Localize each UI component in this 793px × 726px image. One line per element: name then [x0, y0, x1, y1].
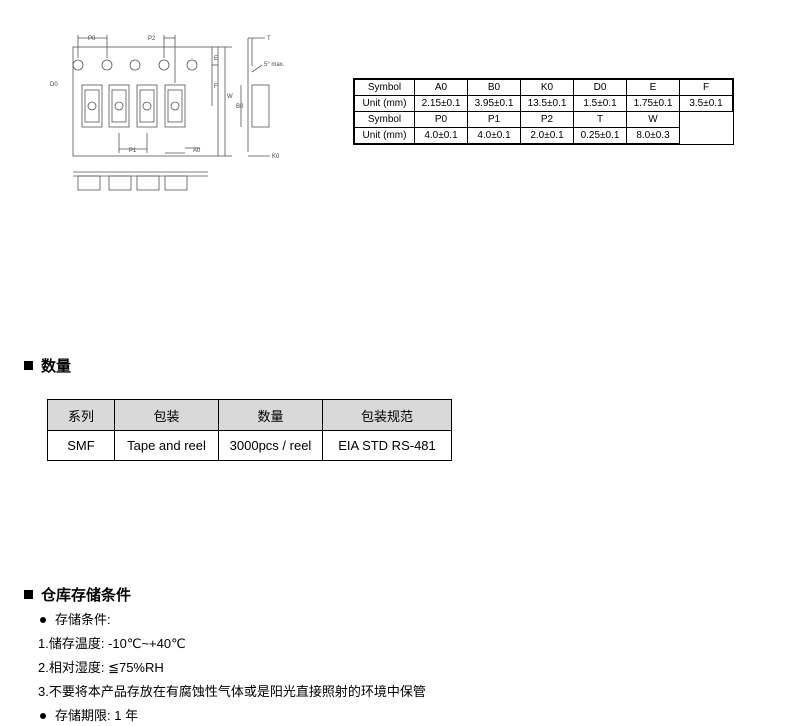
- quantity-title: 数量: [41, 358, 72, 375]
- table-cell-empty: [680, 128, 733, 144]
- table-row: SMF Tape and reel 3000pcs / reel EIA STD…: [47, 430, 452, 461]
- storage-heading: 仓库存储条件: [24, 584, 131, 605]
- storage-period-item: 存储期限: 1 年: [40, 705, 138, 724]
- label-a0: A0: [193, 148, 201, 154]
- table-cell: 3.5±0.1: [679, 95, 733, 112]
- storage-period-label: 存储期限: 1 年: [55, 708, 139, 723]
- storage-conditions-label: 存储条件:: [55, 612, 111, 627]
- table-cell: Tape and reel: [114, 430, 219, 461]
- table-header-cell: 系列: [47, 399, 115, 431]
- storage-temperature: 1.储存温度: -10℃~+40℃: [38, 636, 186, 651]
- label-d0: D0: [50, 82, 58, 88]
- table-cell: P0: [414, 111, 468, 128]
- table-cell: 1.75±0.1: [626, 95, 680, 112]
- table-cell: 8.0±0.3: [626, 127, 680, 144]
- label-p2: P2: [148, 36, 156, 42]
- table-cell: 4.0±0.1: [414, 127, 468, 144]
- table-header-cell: 包装规范: [322, 399, 452, 431]
- table-header-row: 系列 包装 数量 包装规范: [47, 399, 452, 431]
- table-cell: Unit (mm): [354, 127, 415, 144]
- table-cell: 0.25±0.1: [573, 127, 627, 144]
- table-cell: F: [679, 79, 733, 96]
- table-cell: B0: [467, 79, 521, 96]
- table-cell: 2.0±0.1: [520, 127, 574, 144]
- table-row: Unit (mm) 4.0±0.1 4.0±0.1 2.0±0.1 0.25±0…: [354, 127, 733, 144]
- table-cell: T: [573, 111, 627, 128]
- square-bullet-icon: [24, 361, 33, 370]
- storage-conditions-item: 存储条件:: [40, 609, 111, 628]
- tape-spec-table: Symbol A0 B0 K0 D0 E F Unit (mm) 2.15±0.…: [353, 78, 734, 145]
- table-cell: 13.5±0.1: [520, 95, 574, 112]
- square-bullet-icon: [24, 590, 33, 599]
- table-cell: 2.15±0.1: [414, 95, 468, 112]
- table-cell: K0: [520, 79, 574, 96]
- label-e: E: [214, 56, 218, 62]
- table-cell: Unit (mm): [354, 95, 415, 112]
- table-cell: A0: [414, 79, 468, 96]
- table-cell: 1.5±0.1: [573, 95, 627, 112]
- label-p1: P1: [129, 148, 137, 154]
- label-w: W: [227, 94, 233, 100]
- table-header-cell: 包装: [114, 399, 219, 431]
- storage-humidity: 2.相对湿度: ≦75%RH: [38, 660, 164, 675]
- table-cell: Symbol: [354, 111, 415, 128]
- table-cell: Symbol: [354, 79, 415, 96]
- label-t: T: [267, 36, 271, 42]
- bullet-dot-icon: [40, 712, 46, 719]
- table-header-cell: 数量: [218, 399, 323, 431]
- table-cell-empty: [680, 112, 733, 128]
- quantity-heading: 数量: [24, 355, 71, 376]
- label-p0: P0: [88, 36, 96, 42]
- table-cell: 3.95±0.1: [467, 95, 521, 112]
- table-cell: SMF: [47, 430, 115, 461]
- table-cell: 3000pcs / reel: [218, 430, 323, 461]
- table-row: Symbol A0 B0 K0 D0 E F: [354, 79, 733, 96]
- table-cell: 4.0±0.1: [467, 127, 521, 144]
- label-angle: 5° max.: [264, 62, 285, 68]
- table-cell: P1: [467, 111, 521, 128]
- label-k0: K0: [272, 154, 280, 160]
- storage-environment-note: 3.不要将本产品存放在有腐蚀性气体或是阳光直接照射的环境中保管: [38, 684, 426, 699]
- table-cell: EIA STD RS-481: [322, 430, 452, 461]
- table-cell: W: [626, 111, 680, 128]
- label-f: F: [214, 84, 218, 90]
- label-b0: B0: [236, 104, 244, 110]
- table-cell: D0: [573, 79, 627, 96]
- table-row: Symbol P0 P1 P2 T W: [354, 111, 733, 128]
- table-row: Unit (mm) 2.15±0.1 3.95±0.1 13.5±0.1 1.5…: [354, 95, 733, 112]
- bullet-dot-icon: [40, 616, 46, 623]
- table-cell: E: [626, 79, 680, 96]
- storage-title: 仓库存储条件: [41, 587, 132, 604]
- table-cell: P2: [520, 111, 574, 128]
- tape-dimension-drawing: P0 P2 D0 T 5° max. E F W B0 P1 A0 K0: [50, 35, 285, 191]
- quantity-table: 系列 包装 数量 包装规范 SMF Tape and reel 3000pcs …: [47, 399, 452, 461]
